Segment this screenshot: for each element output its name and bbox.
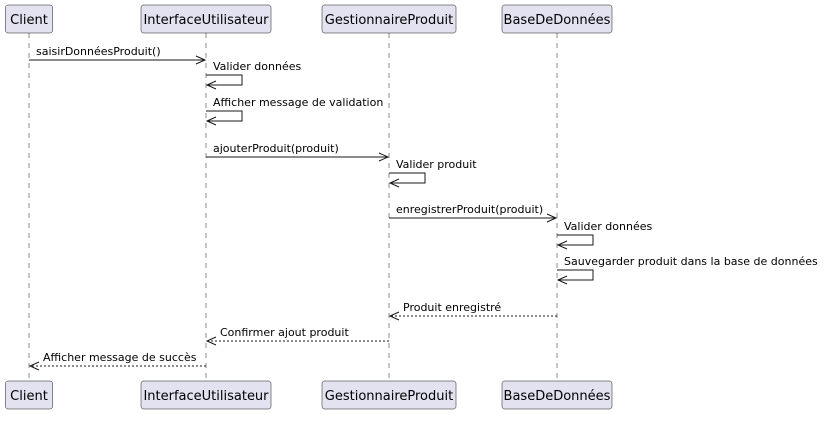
arrow-head-icon — [195, 55, 207, 65]
participant-client-top: Client — [5, 4, 53, 34]
message-6-enregistrerproduit-produit: enregistrerProduit(produit) — [389, 203, 558, 223]
message-label: ajouterProduit(produit) — [213, 142, 339, 155]
message-3-afficher-message-de-validation: Afficher message de validation — [205, 96, 383, 126]
message-line — [557, 234, 594, 246]
participant-box — [501, 380, 613, 410]
message-label: Sauvegarder produit dans la base de donn… — [564, 255, 818, 268]
lifelines — [28, 33, 558, 381]
participant-label: Client — [10, 389, 48, 404]
participant-db-bottom: BaseDeDonnées — [501, 380, 613, 410]
arrow-head-icon — [546, 213, 558, 223]
message-label: Valider données — [564, 220, 652, 233]
participant-label: InterfaceUtilisateur — [143, 389, 269, 404]
participant-box — [5, 4, 53, 34]
message-11-afficher-message-de-succes: Afficher message de succès — [28, 351, 206, 371]
arrow-head-icon — [205, 116, 217, 126]
message-line — [557, 269, 594, 281]
participants-top: Client InterfaceUtilisateur GestionnairePr… — [5, 4, 613, 34]
message-label: Produit enregistré — [403, 301, 501, 314]
messages: saisirDonnéesProduit()Valider donnéesAff… — [28, 45, 818, 371]
participant-ui-bottom: InterfaceUtilisateur — [140, 380, 272, 410]
message-9-produit-enregistre: Produit enregistré — [388, 301, 557, 321]
participant-label: GestionnaireProduit — [325, 389, 453, 404]
message-5-valider-produit: Valider produit — [388, 158, 477, 188]
participant-client-bottom: Client — [5, 380, 53, 410]
participant-box — [5, 380, 53, 410]
arrow-head-icon — [205, 80, 217, 90]
participant-gp-top: GestionnaireProduit — [321, 4, 457, 34]
message-1-saisirdonneesproduit: saisirDonnéesProduit() — [29, 45, 207, 65]
message-label: Confirmer ajout produit — [220, 326, 349, 339]
arrow-head-icon — [205, 336, 217, 346]
participant-box — [140, 4, 272, 34]
arrow-head-icon — [556, 240, 568, 250]
participant-gp-bottom: GestionnaireProduit — [321, 380, 457, 410]
message-line — [206, 110, 243, 122]
message-label: enregistrerProduit(produit) — [396, 203, 543, 216]
participant-db-top: BaseDeDonnées — [501, 4, 613, 34]
message-label: Valider données — [213, 60, 301, 73]
message-7-valider-donnees: Valider données — [556, 220, 652, 250]
message-label: saisirDonnéesProduit() — [36, 45, 161, 58]
participant-label: Client — [10, 13, 48, 28]
message-8-sauvegarder-produit-dans-la-base-de-donnees: Sauvegarder produit dans la base de donn… — [556, 255, 818, 285]
arrow-head-icon — [388, 311, 400, 321]
message-line — [206, 74, 243, 86]
participant-box — [140, 380, 272, 410]
participant-box — [321, 380, 457, 410]
participant-label: GestionnaireProduit — [325, 13, 453, 28]
participant-box — [321, 4, 457, 34]
participant-ui-top: InterfaceUtilisateur — [140, 4, 272, 34]
arrow-head-icon — [388, 178, 400, 188]
arrow-head-icon — [378, 152, 390, 162]
participants-bottom: Client InterfaceUtilisateur GestionnairePr… — [5, 380, 613, 410]
participant-label: BaseDeDonnées — [504, 389, 611, 404]
message-label: Afficher message de succès — [43, 351, 197, 364]
participant-label: BaseDeDonnées — [504, 13, 611, 28]
arrow-head-icon — [28, 361, 40, 371]
message-line — [389, 172, 426, 184]
message-label: Afficher message de validation — [213, 96, 383, 109]
message-2-valider-donnees: Valider données — [205, 60, 301, 90]
arrow-head-icon — [556, 275, 568, 285]
message-label: Valider produit — [396, 158, 477, 171]
participant-label: InterfaceUtilisateur — [143, 13, 269, 28]
message-10-confirmer-ajout-produit: Confirmer ajout produit — [205, 326, 389, 346]
message-4-ajouterproduit-produit: ajouterProduit(produit) — [206, 142, 390, 162]
participant-box — [501, 4, 613, 34]
